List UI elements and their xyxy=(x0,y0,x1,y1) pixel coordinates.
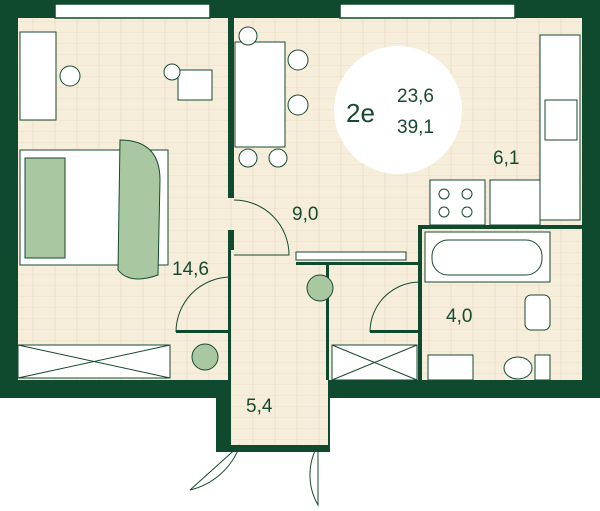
desk-chair xyxy=(59,65,81,87)
plant xyxy=(306,274,334,302)
room-area-living: 9,0 xyxy=(292,204,318,225)
washbasin xyxy=(524,294,551,331)
window-bedroom xyxy=(54,3,211,19)
plant xyxy=(191,343,219,371)
window-kitchen xyxy=(339,3,516,19)
doors xyxy=(175,199,421,507)
tv-stand xyxy=(295,251,407,261)
room-area-bedroom: 14,6 xyxy=(172,259,209,280)
apartment-type: 2е xyxy=(346,98,375,128)
total-area: 39,1 xyxy=(397,117,434,138)
room-area-bathroom: 4,0 xyxy=(446,306,472,327)
stove xyxy=(429,179,486,226)
nightstand xyxy=(177,69,213,101)
fridge xyxy=(489,179,541,226)
washing-machine xyxy=(427,354,474,381)
desk xyxy=(19,31,57,121)
area-badge xyxy=(334,46,462,174)
room-area-hallway: 5,4 xyxy=(246,396,273,417)
sink xyxy=(544,99,578,141)
living-area: 23,6 xyxy=(397,86,434,107)
toilet xyxy=(503,356,533,380)
dining-table xyxy=(234,41,286,148)
interior-walls xyxy=(176,18,582,380)
windows xyxy=(54,3,516,19)
room-area-kitchen: 6,1 xyxy=(493,148,519,169)
furniture xyxy=(17,26,581,381)
